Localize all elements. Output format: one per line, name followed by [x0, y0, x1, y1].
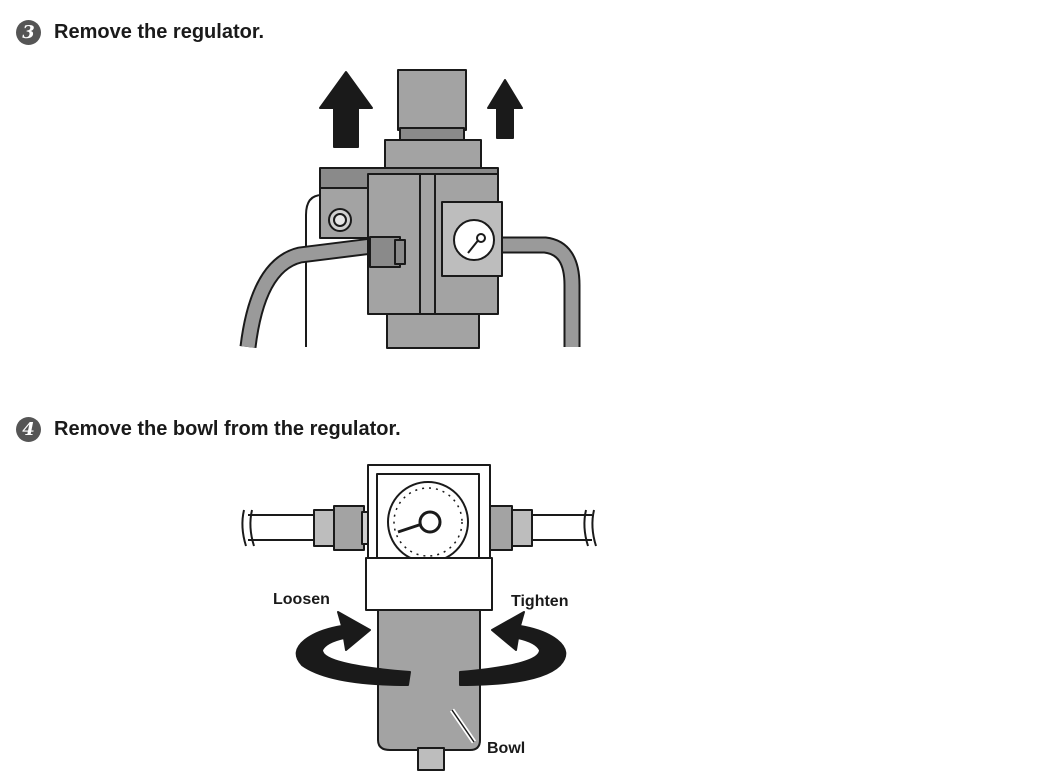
bowl-label: Bowl: [487, 740, 526, 757]
loosen-arrow-icon: [295, 611, 411, 686]
small-up-arrow-icon: [487, 79, 523, 139]
left-hose: [239, 236, 382, 349]
left-fitting: [313, 509, 337, 547]
regulator-stem: [386, 313, 480, 349]
regulator-top-cap: [397, 69, 467, 131]
large-up-arrow-icon: [319, 71, 373, 148]
remove-bowl-illustration: [241, 464, 597, 771]
step-3-heading: 3 Remove the regulator.: [16, 20, 264, 45]
left-pipe: [248, 514, 316, 541]
right-pipe: [529, 514, 592, 541]
step-number-badge: 3: [16, 20, 41, 45]
step-3-instruction: Remove the regulator.: [54, 21, 265, 43]
bowl-collar: [365, 557, 493, 611]
right-fitting: [509, 509, 533, 547]
step-4-heading: 4 Remove the bowl from the regulator.: [16, 417, 401, 442]
tighten-arrow-icon: [459, 611, 567, 686]
step-number-badge: 4: [16, 417, 41, 442]
pressure-gauge-icon: [453, 219, 495, 261]
loosen-label: Loosen: [273, 591, 330, 608]
tighten-label: Tighten: [511, 593, 569, 610]
remove-regulator-illustration: [239, 69, 581, 349]
bracket-rod: [305, 194, 323, 347]
step-4-instruction: Remove the bowl from the regulator.: [54, 418, 401, 440]
